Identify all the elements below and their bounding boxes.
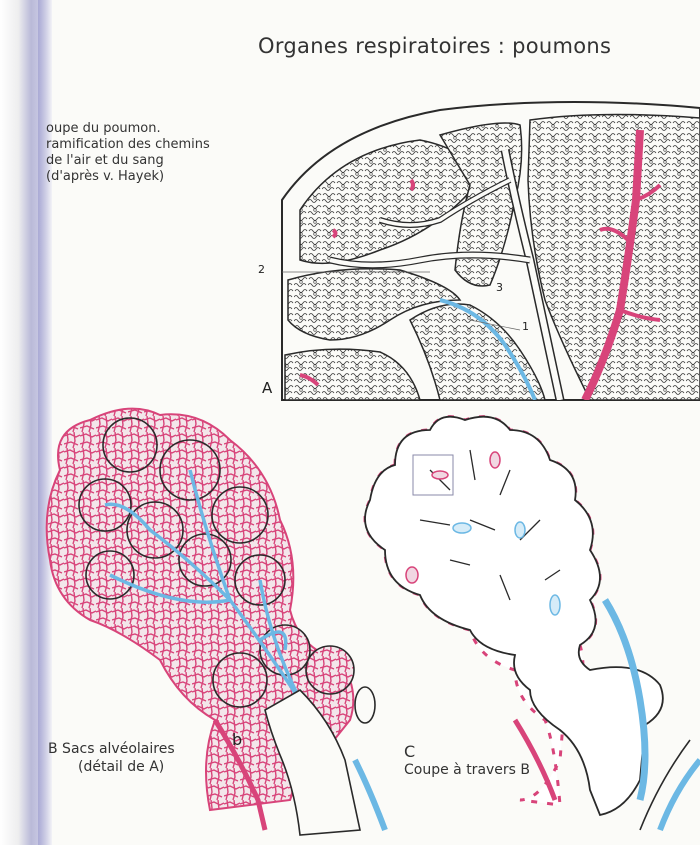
alveolus — [103, 418, 157, 472]
capillary-blue — [550, 595, 560, 615]
capillary-red — [490, 452, 500, 468]
alveolus — [213, 653, 267, 707]
alveolus — [306, 646, 354, 694]
figure-a-letter: A — [262, 379, 272, 397]
figure-a-lung-section — [270, 102, 700, 400]
figure-c-caption-text: Coupe à travers B — [404, 762, 530, 778]
figure-b-caption: B Sacs alvéolaires (détail de A) — [48, 740, 175, 776]
artery — [355, 760, 385, 830]
figure-b-caption-line2: (détail de A) — [48, 758, 175, 776]
marker-2: 2 — [258, 263, 265, 276]
figure-c-caption: C Coupe à travers B — [404, 743, 530, 779]
marker-1: 1 — [522, 320, 529, 333]
figure-b-sub-letter: b — [232, 730, 242, 749]
capillary-red — [406, 567, 418, 583]
capillary-blue — [453, 523, 471, 533]
marker-3: 3 — [496, 281, 503, 294]
capillary-red — [432, 471, 448, 479]
capillary-blue — [515, 522, 525, 538]
alveolus — [212, 487, 268, 543]
figure-c-letter: C — [404, 743, 530, 761]
figure-b-caption-line1: B Sacs alvéolaires — [48, 740, 175, 758]
tube-opening — [355, 687, 375, 723]
